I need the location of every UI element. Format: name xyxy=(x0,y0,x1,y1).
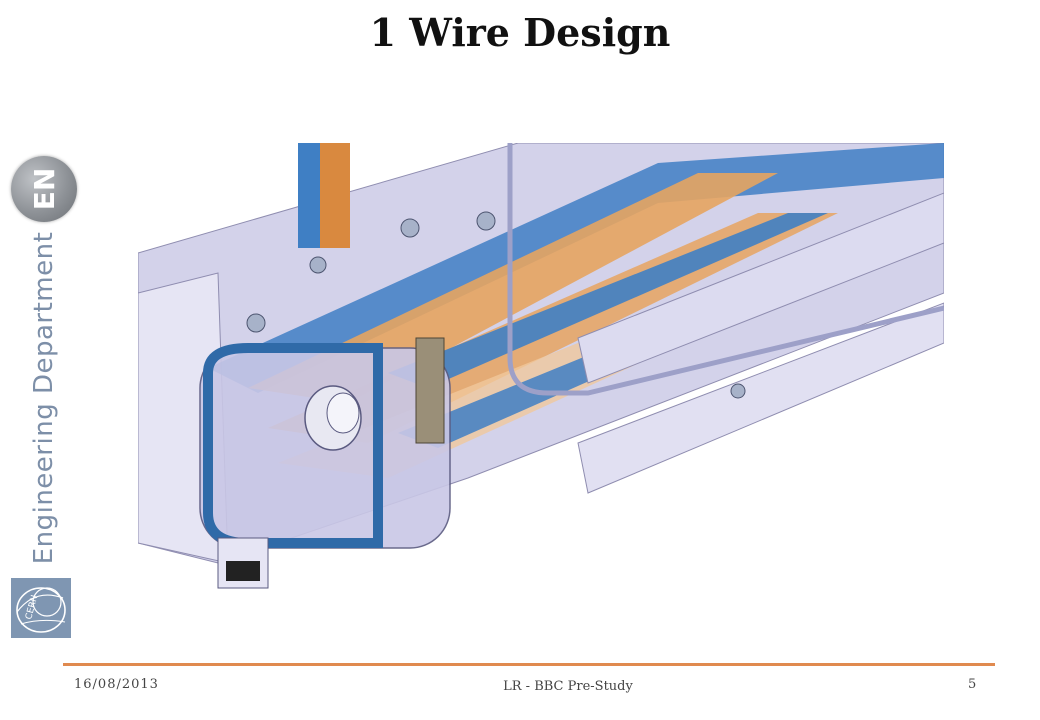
en-badge-text: EN xyxy=(27,167,61,211)
cern-logo: CERN xyxy=(11,578,71,638)
en-badge: EN xyxy=(11,156,77,222)
cad-figure xyxy=(137,142,945,595)
department-label: Engineering Department xyxy=(29,231,59,565)
footer-date: 16/08/2013 xyxy=(74,677,159,692)
page-number: 5 xyxy=(968,677,977,692)
cad-drawing xyxy=(137,142,945,589)
cern-logo-icon: CERN xyxy=(11,578,71,638)
footer-divider xyxy=(63,663,995,666)
slide-title: 1 Wire Design xyxy=(369,10,671,55)
footer-presentation-title: LR - BBC Pre-Study xyxy=(503,679,633,694)
